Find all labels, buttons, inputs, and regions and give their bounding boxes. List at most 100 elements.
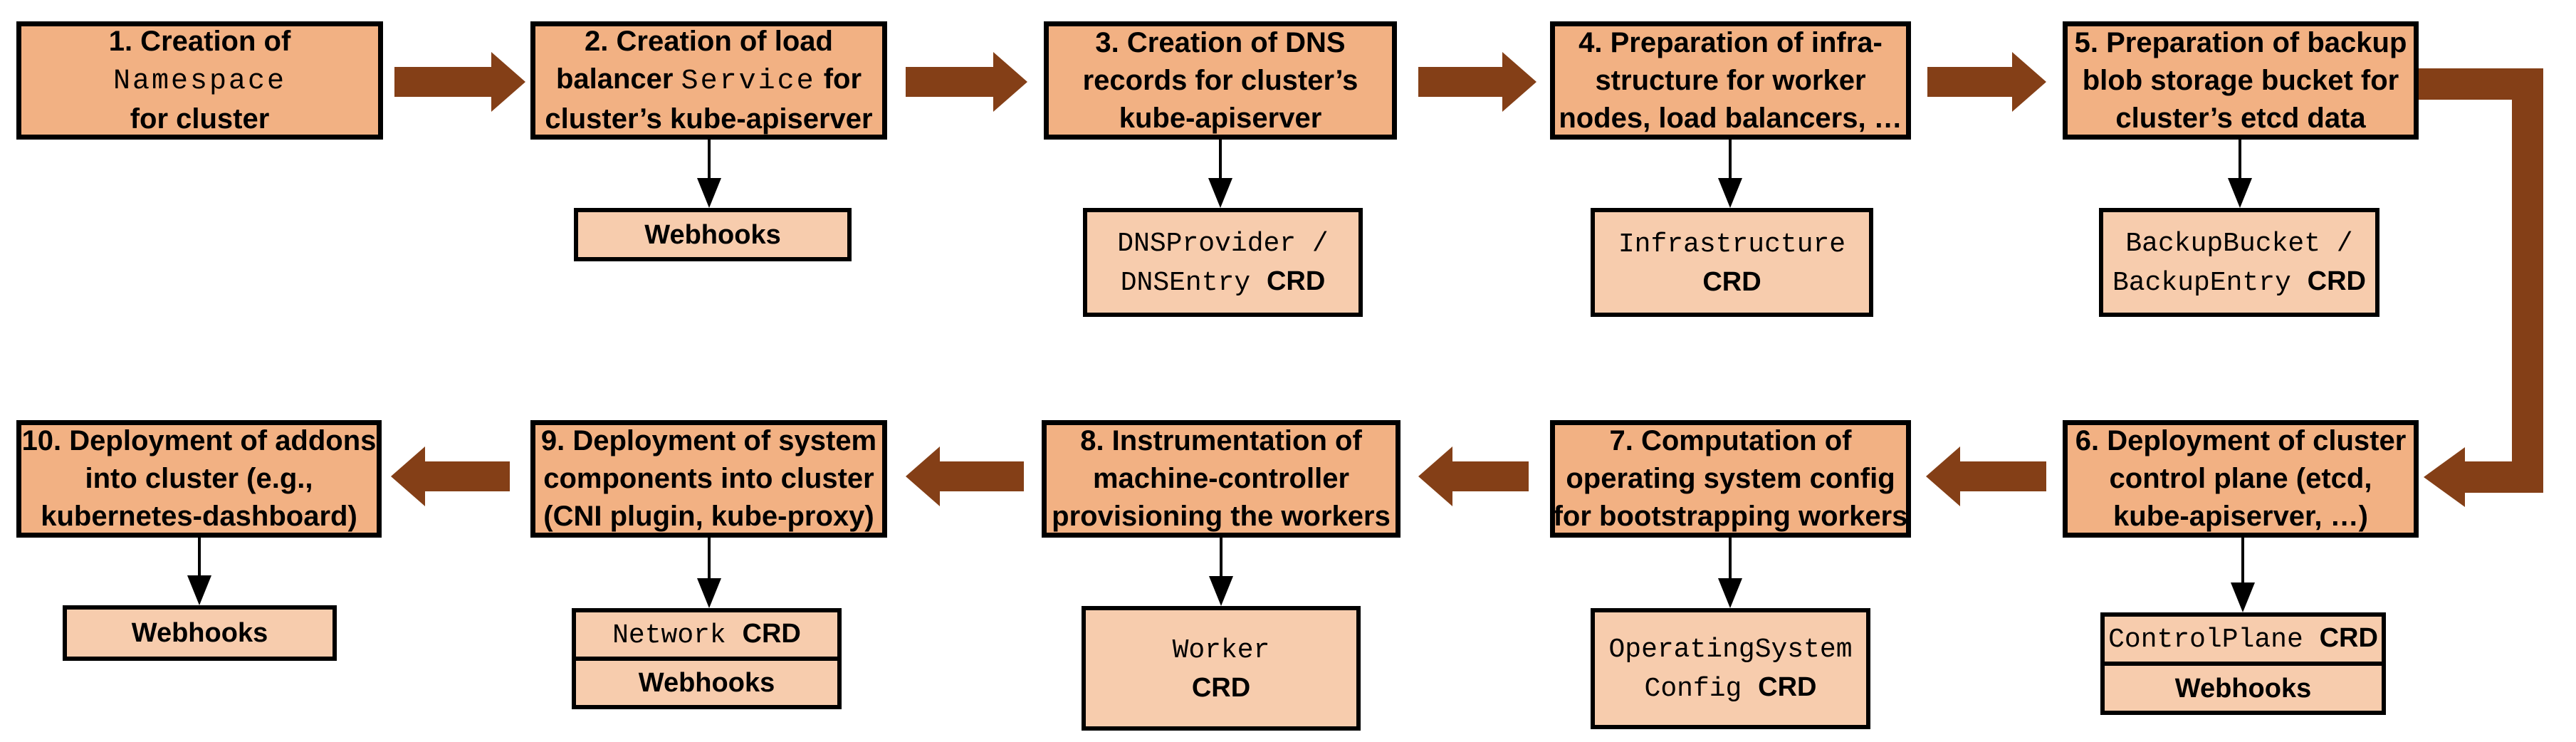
text-line: kube-apiserver: [1119, 100, 1322, 137]
text-line: for cluster: [130, 100, 270, 138]
text-segment: control plane (etcd,: [2109, 463, 2372, 494]
text-line: 10. Deployment of addons: [22, 422, 377, 460]
arrow-step-1-to-2-icon: [394, 52, 525, 112]
text-segment: (CNI plugin, kube-proxy): [543, 501, 874, 532]
arrow-step-9-to-10-icon: [391, 446, 510, 506]
text-line: 1. Creation of: [109, 23, 291, 61]
text-line: 8. Instrumentation of: [1080, 422, 1362, 460]
text-line: components into cluster: [543, 460, 874, 498]
text-segment: balancer: [555, 63, 681, 95]
text-line: Webhooks: [644, 216, 780, 254]
text-segment: structure for worker: [1595, 64, 1866, 96]
step-5-backup-crd-box: BackupBucket /BackupEntry CRD: [2099, 208, 2379, 317]
connector-line: [708, 538, 711, 578]
text-line: for bootstrapping workers: [1554, 498, 1908, 535]
connector-step-2-to-webhooks: [697, 140, 721, 208]
text-segment: cluster’s kube-apiserver: [545, 103, 873, 135]
connector-step-3-to-crd: [1208, 140, 1232, 208]
down-arrowhead-icon: [1208, 178, 1232, 208]
text-segment: 4. Preparation of infra-: [1578, 26, 1883, 58]
text-segment: 6. Deployment of cluster: [2075, 425, 2407, 456]
connector-step-5-to-6-bottom-arm: [2462, 461, 2543, 493]
text-segment: DNSProvider /: [1117, 228, 1329, 259]
down-arrowhead-icon: [1718, 178, 1742, 208]
text-line: nodes, load balancers, …: [1559, 100, 1902, 137]
text-segment: provisioning the workers: [1052, 501, 1391, 532]
text-line: cluster’s etcd data: [2115, 100, 2365, 137]
text-segment: DNSEntry: [1120, 267, 1267, 298]
text-line: structure for worker: [1595, 62, 1865, 100]
text-line: Webhooks: [2175, 670, 2311, 707]
text-line: (CNI plugin, kube-proxy): [543, 498, 874, 535]
text-segment: into cluster (e.g.,: [85, 463, 313, 494]
text-line: 9. Deployment of system: [541, 422, 876, 460]
connector-step-10-to-webhooks: [187, 538, 211, 605]
text-line: machine-controller: [1093, 460, 1349, 498]
text-line: 5. Preparation of backup: [2075, 24, 2407, 62]
connector-line: [1219, 140, 1222, 178]
text-segment: 1. Creation of: [108, 26, 291, 57]
text-line: Infrastructure: [1618, 224, 1845, 263]
connector-step-5-to-crd: [2228, 140, 2252, 208]
text-line: 3. Creation of DNS: [1095, 24, 1345, 62]
text-line: DNSEntry CRD: [1121, 263, 1326, 302]
connector-step-4-to-crd: [1718, 140, 1742, 208]
text-line: operating system config: [1566, 460, 1895, 498]
text-segment: Namespace: [112, 66, 287, 98]
text-line: CRD: [1702, 263, 1761, 301]
text-line: OperatingSystem: [1608, 629, 1852, 669]
connector-step-8-to-crd: [1209, 538, 1233, 606]
arrow-step-6-to-7-icon: [1926, 446, 2046, 506]
text-segment: for: [815, 63, 862, 95]
step-1-box: 1. Creation of Namespace for cluster: [16, 21, 383, 140]
text-segment: Infrastructure: [1618, 229, 1846, 260]
connector-line: [1729, 538, 1732, 578]
connector-line: [198, 538, 201, 575]
step-10-webhooks-box: Webhooks: [63, 605, 337, 661]
text-segment: 7. Computation of: [1609, 425, 1852, 456]
text-segment: CRD: [2319, 623, 2378, 653]
down-arrowhead-icon: [697, 578, 721, 608]
text-segment: OperatingSystem: [1608, 634, 1853, 665]
text-segment: 8. Instrumentation of: [1080, 425, 1362, 456]
text-line: ControlPlane CRD: [2108, 620, 2378, 659]
connector-line: [2239, 140, 2241, 178]
connector-line: [1220, 538, 1222, 576]
down-arrowhead-icon: [2228, 178, 2252, 208]
connector-step-6-to-crd: [2231, 538, 2255, 612]
connector-step-5-to-6-vertical-arm: [2512, 68, 2543, 493]
arrow-step-8-to-9-icon: [906, 446, 1024, 506]
text-line: control plane (etcd,: [2110, 460, 2372, 498]
connector-step-7-to-crd: [1718, 538, 1742, 608]
connector-line: [708, 140, 711, 178]
text-line: balancer Service for: [556, 61, 862, 100]
text-segment: CRD: [2307, 266, 2366, 296]
text-line: CRD: [1192, 669, 1250, 706]
text-line: records for cluster’s: [1083, 62, 1358, 100]
text-line: Webhooks: [639, 664, 775, 701]
step-7-box: 7. Computation of operating system config…: [1550, 420, 1911, 538]
text-segment: Webhooks: [638, 668, 775, 698]
text-line: Worker: [1173, 630, 1270, 669]
connector-line: [2241, 538, 2244, 582]
step-3-dns-crd-box: DNSProvider / DNSEntry CRD: [1083, 208, 1363, 317]
text-segment: ControlPlane: [2108, 625, 2320, 655]
text-line: Webhooks: [132, 615, 268, 652]
arrow-step-2-to-3-icon: [906, 52, 1027, 112]
text-line: 2. Creation of load: [585, 23, 833, 61]
text-segment: Webhooks: [644, 219, 781, 250]
text-segment: kube-apiserver, …): [2113, 501, 2368, 532]
text-segment: kubernetes-dashboard): [41, 501, 357, 532]
down-arrowhead-icon: [187, 575, 211, 605]
text-segment: for cluster: [130, 103, 270, 135]
arrow-step-7-to-8-icon: [1418, 446, 1529, 506]
down-arrowhead-icon: [1209, 576, 1233, 606]
text-segment: CRD: [1758, 672, 1817, 702]
text-segment: records for cluster’s: [1082, 64, 1358, 96]
text-segment: operating system config: [1566, 463, 1895, 494]
text-line: BackupEntry CRD: [2112, 263, 2366, 302]
